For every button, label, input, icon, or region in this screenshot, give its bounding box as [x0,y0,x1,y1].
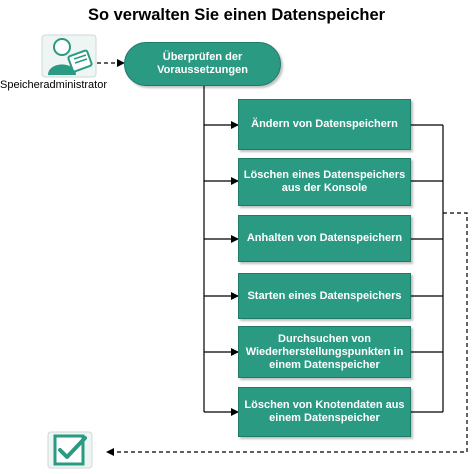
step-node-2: Löschen eines Datenspeichers aus der Kon… [238,158,411,206]
admin-person-icon [40,33,98,79]
start-node-prerequisites: Überprüfen der Voraussetzungen [124,42,281,86]
return-dashed-arrow [106,212,468,456]
diagram-title: So verwalten Sie einen Datenspeicher [87,6,386,24]
step-node-6: Löschen von Knotendaten aus einem Datens… [238,387,411,437]
step-node-3: Anhalten von Datenspeichern [238,215,411,262]
step-node-1: Ändern von Datenspeichern [238,99,411,150]
checkbox-check-icon [47,431,93,469]
actor-label: Speicheradministrator [0,79,107,91]
step-node-5: Durchsuchen von Wiederherstellungspunkte… [238,326,411,378]
step-node-4: Starten eines Datenspeichers [238,273,411,319]
